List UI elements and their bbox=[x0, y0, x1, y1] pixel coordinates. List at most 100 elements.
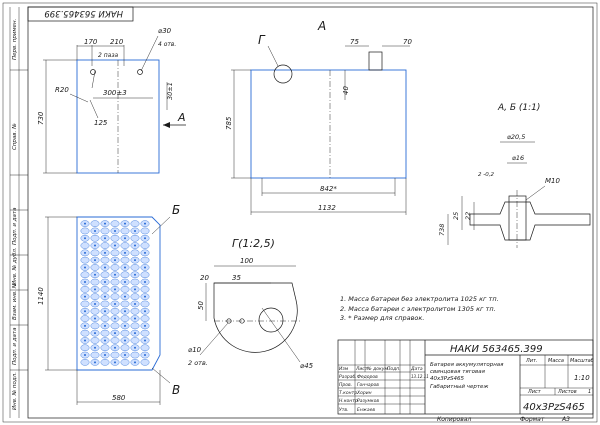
cell-terminal bbox=[134, 302, 136, 305]
section-ab: А, Б (1:1) ⌀20,5 ⌀16 2 -0,2 М10 25 22 73… bbox=[438, 103, 591, 248]
cell bbox=[130, 278, 140, 286]
cell-terminal bbox=[104, 281, 106, 284]
inner-frame bbox=[27, 6, 594, 419]
cell-terminal bbox=[134, 317, 136, 320]
side-label-5: Взам. инв. № bbox=[12, 282, 18, 320]
cell bbox=[100, 256, 110, 264]
note-1: 1. Масса батареи без электролита 1025 кг… bbox=[340, 295, 499, 303]
cell-terminal bbox=[124, 237, 126, 240]
name-1: Федоров bbox=[357, 374, 378, 380]
cell-terminal bbox=[114, 361, 116, 364]
scale-header: Масштаб bbox=[570, 358, 594, 364]
dim-d30: ⌀30 bbox=[158, 27, 172, 35]
cell bbox=[90, 351, 100, 359]
cell-terminal bbox=[114, 317, 116, 320]
name-line-4: Габаритный чертеж bbox=[430, 384, 488, 390]
cell bbox=[130, 307, 140, 315]
cell-terminal bbox=[94, 302, 96, 305]
cell-terminal bbox=[134, 346, 136, 349]
dim-40: 40 bbox=[342, 86, 350, 95]
cell bbox=[110, 220, 120, 227]
cell bbox=[90, 278, 100, 286]
sheets-value: 1 bbox=[588, 389, 591, 395]
dim-d45: ⌀45 bbox=[300, 362, 314, 370]
dim-d16: ⌀16 bbox=[512, 154, 524, 162]
cell bbox=[100, 359, 110, 366]
cell-terminal bbox=[144, 251, 146, 254]
cell-terminal bbox=[94, 332, 96, 335]
notes: 1. Масса батареи без электролита 1025 кг… bbox=[340, 295, 499, 322]
cell bbox=[100, 242, 110, 249]
cell-terminal bbox=[104, 310, 106, 313]
note-2otv: 2 отв. bbox=[188, 359, 208, 367]
section-ab-title: А, Б (1:1) bbox=[497, 103, 540, 113]
cell-terminal bbox=[144, 266, 146, 269]
cell-grid bbox=[80, 220, 150, 366]
cell-terminal bbox=[124, 324, 126, 327]
cell bbox=[100, 315, 110, 322]
cell-terminal bbox=[134, 229, 136, 232]
dim-m10: М10 bbox=[545, 177, 560, 185]
format-value: А3 bbox=[561, 416, 570, 423]
side-strip: Перв. примен. Справ. № Подп. и дата Инв.… bbox=[9, 7, 28, 418]
cell-terminal bbox=[94, 288, 96, 291]
cell-terminal bbox=[94, 346, 96, 349]
dim-angle: 2 -0,2 bbox=[478, 172, 494, 178]
cell bbox=[90, 249, 100, 257]
col-list: Лист bbox=[355, 366, 368, 372]
cell bbox=[120, 300, 130, 308]
cell-terminal bbox=[144, 222, 146, 225]
cell-terminal bbox=[134, 288, 136, 291]
cell-terminal bbox=[94, 244, 96, 247]
cell-terminal bbox=[84, 295, 86, 298]
cell bbox=[140, 286, 150, 293]
copied-label: Копировал bbox=[437, 416, 471, 423]
cell bbox=[100, 286, 110, 293]
label-v: В bbox=[172, 383, 180, 397]
sheets-label: Листов bbox=[557, 389, 577, 395]
cell-terminal bbox=[144, 354, 146, 357]
cell-terminal bbox=[134, 361, 136, 364]
dim-210: 210 bbox=[110, 38, 124, 46]
dim-100: 100 bbox=[240, 257, 254, 265]
cell-terminal bbox=[84, 354, 86, 357]
cell bbox=[130, 351, 140, 359]
dim-785: 785 bbox=[225, 116, 233, 130]
cell bbox=[100, 300, 110, 308]
name-2: Гончаров bbox=[357, 382, 379, 388]
cell bbox=[110, 293, 120, 300]
cell-terminal bbox=[114, 244, 116, 247]
dim-d10: ⌀10 bbox=[188, 346, 202, 354]
view-a-label: А bbox=[317, 19, 326, 33]
dim-70: 70 bbox=[403, 38, 412, 46]
cell bbox=[130, 293, 140, 300]
cell bbox=[100, 344, 110, 352]
cell-terminal bbox=[124, 281, 126, 284]
cell bbox=[140, 227, 150, 235]
cell bbox=[130, 264, 140, 271]
designation: НАКИ 563465.399 bbox=[450, 344, 543, 355]
cell bbox=[140, 300, 150, 308]
cell bbox=[110, 249, 120, 257]
dim-580: 580 bbox=[112, 394, 126, 402]
label-b: Б bbox=[172, 203, 180, 217]
cell bbox=[120, 271, 130, 279]
cell bbox=[80, 256, 90, 264]
cell-terminal bbox=[104, 237, 106, 240]
cell bbox=[120, 359, 130, 366]
cell bbox=[140, 242, 150, 249]
side-label-2: Справ. № bbox=[12, 123, 18, 150]
cell-terminal bbox=[104, 266, 106, 269]
side-label-3: Подп. и дата bbox=[12, 207, 18, 245]
dim-125: 125 bbox=[94, 119, 108, 127]
cell bbox=[130, 249, 140, 257]
name-line-3: 40х3PzS465 bbox=[430, 376, 464, 382]
dim-1132: 1132 bbox=[318, 204, 336, 212]
dim-730: 730 bbox=[37, 111, 45, 125]
cell-terminal bbox=[84, 266, 86, 269]
note-4otv: 4 отв. bbox=[158, 41, 176, 48]
side-label-1: Перв. примен. bbox=[12, 18, 18, 60]
format-label: Формат bbox=[520, 416, 545, 423]
name-4: Разумков bbox=[357, 398, 379, 404]
